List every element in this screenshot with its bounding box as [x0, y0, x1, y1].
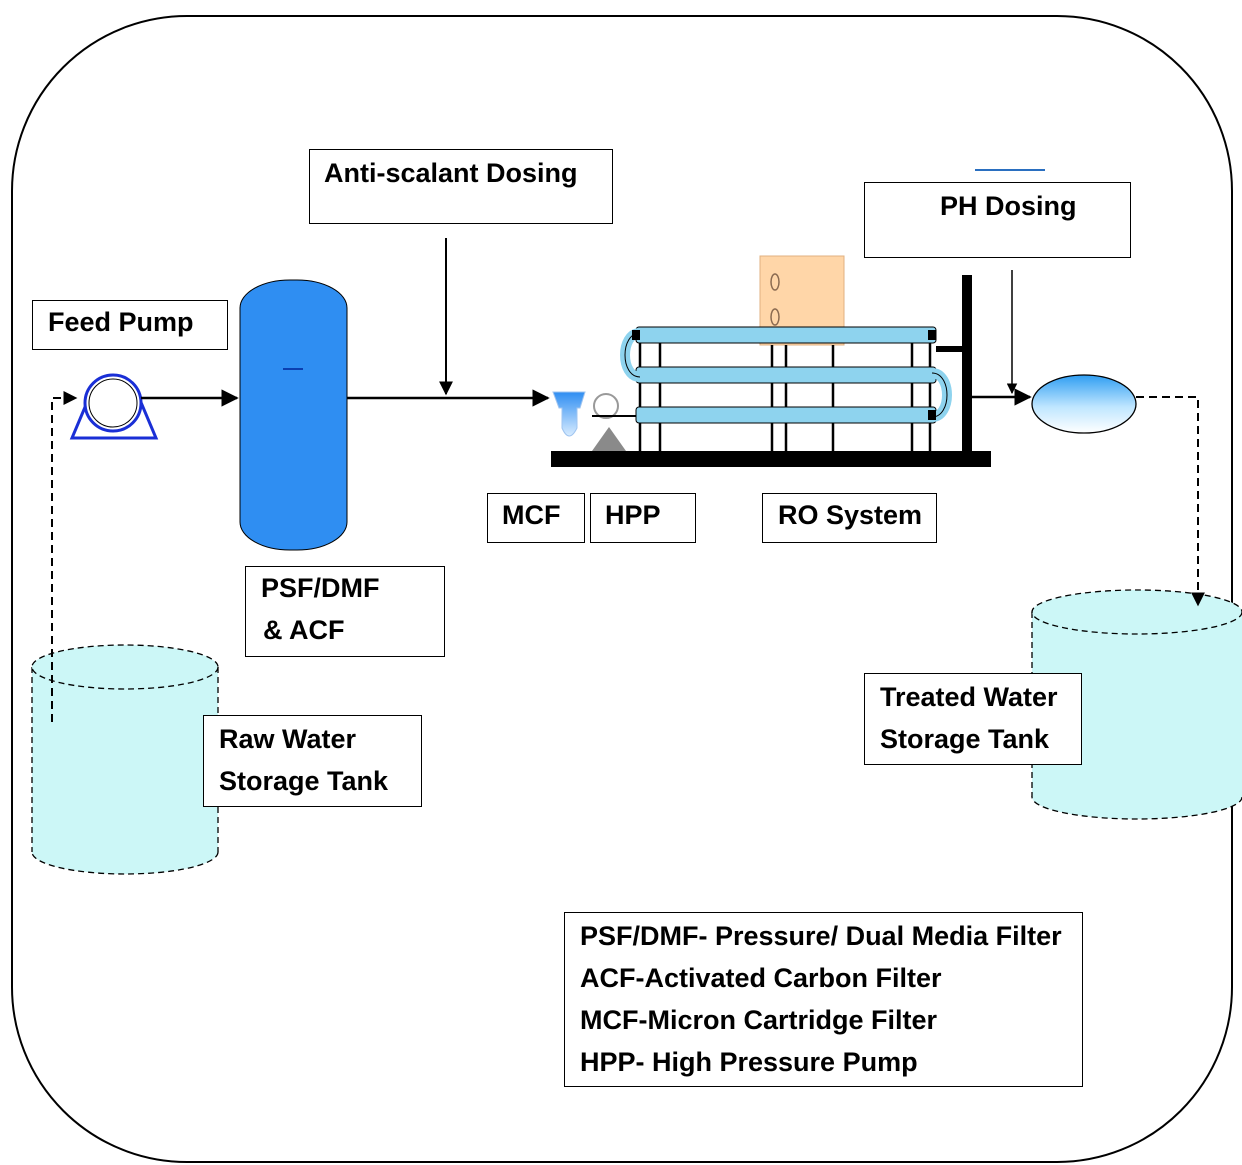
- psf-dmf-acf-label: PSF/DMF & ACF: [245, 566, 445, 657]
- abbreviation-legend: PSF/DMF- Pressure/ Dual Media Filter ACF…: [564, 912, 1083, 1087]
- hpp-text: HPP: [605, 500, 661, 530]
- raw-storage-tank-text: Storage Tank: [219, 766, 389, 796]
- raw-water-text: Raw Water: [219, 724, 357, 754]
- ph-dosing-label: PH Dosing: [864, 182, 1131, 258]
- legend-item: MCF-Micron Cartridge Filter: [580, 1005, 938, 1035]
- delivery-line: [1136, 396, 1205, 607]
- raw-water-storage-tank-label: Raw Water Storage Tank: [203, 715, 422, 807]
- treated-water-storage-tank-label: Treated Water Storage Tank: [864, 673, 1082, 765]
- suction-line: [51, 391, 78, 722]
- feed-pump-icon: [69, 373, 159, 440]
- feed-pump-label: Feed Pump: [32, 300, 228, 350]
- raw-water-tank: [31, 644, 219, 875]
- ro-system-text: RO System: [778, 500, 923, 530]
- outlet-vessel: [1031, 374, 1137, 434]
- pressure-filter-vessel: [239, 279, 348, 551]
- ph-dosing-text: PH Dosing: [940, 191, 1077, 221]
- feed-pump-text: Feed Pump: [48, 307, 194, 337]
- ro-system-label: RO System: [762, 493, 937, 543]
- mcf-label: MCF: [487, 493, 585, 543]
- mcf-text: MCF: [502, 500, 561, 530]
- legend-item: HPP- High Pressure Pump: [580, 1047, 918, 1077]
- acf-text: & ACF: [263, 615, 345, 645]
- mcf-cartridge-icon: [552, 391, 586, 437]
- anti-scalant-dosing-label: Anti-scalant Dosing: [309, 149, 613, 224]
- legend-item: ACF-Activated Carbon Filter: [580, 963, 942, 993]
- treated-water-text: Treated Water: [880, 682, 1058, 712]
- hpp-pump-icon: [592, 393, 640, 451]
- ro-skid-base: [551, 451, 991, 467]
- treated-storage-tank-text: Storage Tank: [880, 724, 1050, 754]
- ro-membrane-tubes: [620, 326, 952, 424]
- ro-skid-frame: [962, 275, 972, 465]
- psf-dmf-text: PSF/DMF: [261, 573, 380, 603]
- hpp-label: HPP: [590, 493, 696, 543]
- ro-struts: [638, 330, 932, 451]
- outer-frame: [11, 15, 1233, 1163]
- legend-item: PSF/DMF- Pressure/ Dual Media Filter: [580, 921, 1062, 951]
- anti-scalant-dosing-text: Anti-scalant Dosing: [324, 158, 578, 188]
